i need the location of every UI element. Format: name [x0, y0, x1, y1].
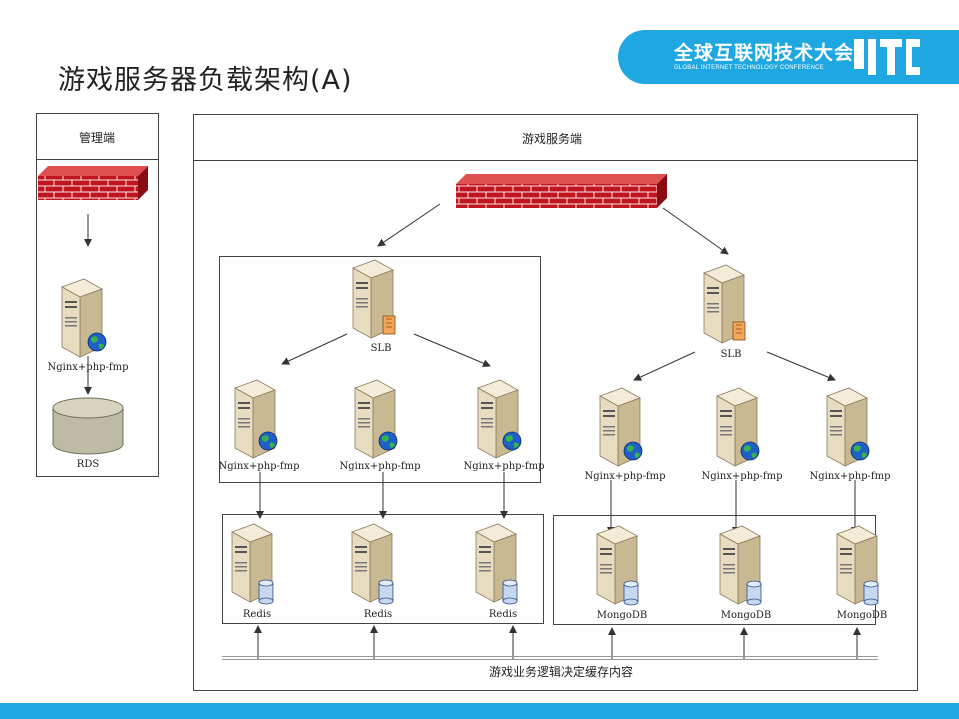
business-logic-line: [222, 656, 878, 660]
right-slb-arrow-2: [766, 351, 836, 382]
logo-name: 全球互联网技术大会: [674, 42, 855, 64]
game-server-title: 游戏服务端: [522, 132, 583, 146]
conference-logo: 全球互联网技术大会 GLOBAL INTERNET TECHNOLOGY CON…: [618, 30, 959, 84]
right-node-2-globe-icon: [740, 441, 760, 461]
logo-subtitle: GLOBAL INTERNET TECHNOLOGY CONFERENCE: [674, 65, 824, 71]
right-node-3-globe-icon: [850, 441, 870, 461]
gitc-mark-icon: [854, 39, 920, 75]
left-slb-label: SLB: [370, 343, 392, 354]
left-slb-icon: [382, 315, 396, 335]
firewall-to-left-cluster-arrow: [377, 203, 441, 247]
redis-2-label: Redis: [363, 609, 393, 620]
right-node-1-label: Nginx+php-fmp: [584, 471, 666, 482]
right-slb-icon: [732, 321, 746, 341]
left-node-1-label: Nginx+php-fmp: [218, 461, 300, 472]
left-node-1-globe-icon: [258, 431, 278, 451]
footer-bar: [0, 703, 959, 719]
business-logic-caption: 游戏业务逻辑决定缓存内容: [489, 665, 634, 679]
right-node-1-globe-icon: [623, 441, 643, 461]
admin-server-label: Nginx+php-fmp: [47, 362, 129, 373]
mongodb-1-db-icon: [623, 580, 639, 606]
left-node-3-globe-icon: [502, 431, 522, 451]
left-node-3-label: Nginx+php-fmp: [463, 461, 545, 472]
mongodb-1-label: MongoDB: [596, 610, 648, 621]
right-node-3-label: Nginx+php-fmp: [809, 471, 891, 482]
rds-label: RDS: [76, 459, 100, 470]
left-node-2-label: Nginx+php-fmp: [339, 461, 421, 472]
redis-3-label: Redis: [488, 609, 518, 620]
admin-firewall-icon: [38, 166, 148, 200]
left-node-2-globe-icon: [378, 431, 398, 451]
right-slb-label: SLB: [720, 349, 742, 360]
firewall-to-right-cluster-arrow: [662, 207, 729, 255]
admin-panel-header: [36, 113, 159, 160]
mongodb-3-label: MongoDB: [836, 610, 888, 621]
mongodb-2-db-icon: [746, 580, 762, 606]
left-slb-arrow-1: [281, 333, 348, 365]
left-cluster-box: [219, 256, 541, 483]
page-title: 游戏服务器负载架构(A): [58, 65, 353, 96]
admin-globe-icon: [87, 332, 107, 352]
right-slb-arrow-1: [633, 351, 696, 381]
left-slb-arrow-2: [413, 333, 491, 367]
admin-panel-title: 管理端: [79, 131, 116, 145]
right-node-2-label: Nginx+php-fmp: [701, 471, 783, 482]
rds-database-icon: [52, 397, 124, 455]
mongodb-2-label: MongoDB: [720, 610, 772, 621]
redis-2-db-icon: [378, 579, 394, 605]
redis-1-label: Redis: [242, 609, 272, 620]
main-firewall-icon: [456, 174, 667, 208]
game-server-header: [193, 114, 918, 161]
mongodb-3-db-icon: [863, 580, 879, 606]
redis-1-db-icon: [258, 579, 274, 605]
redis-3-db-icon: [502, 579, 518, 605]
